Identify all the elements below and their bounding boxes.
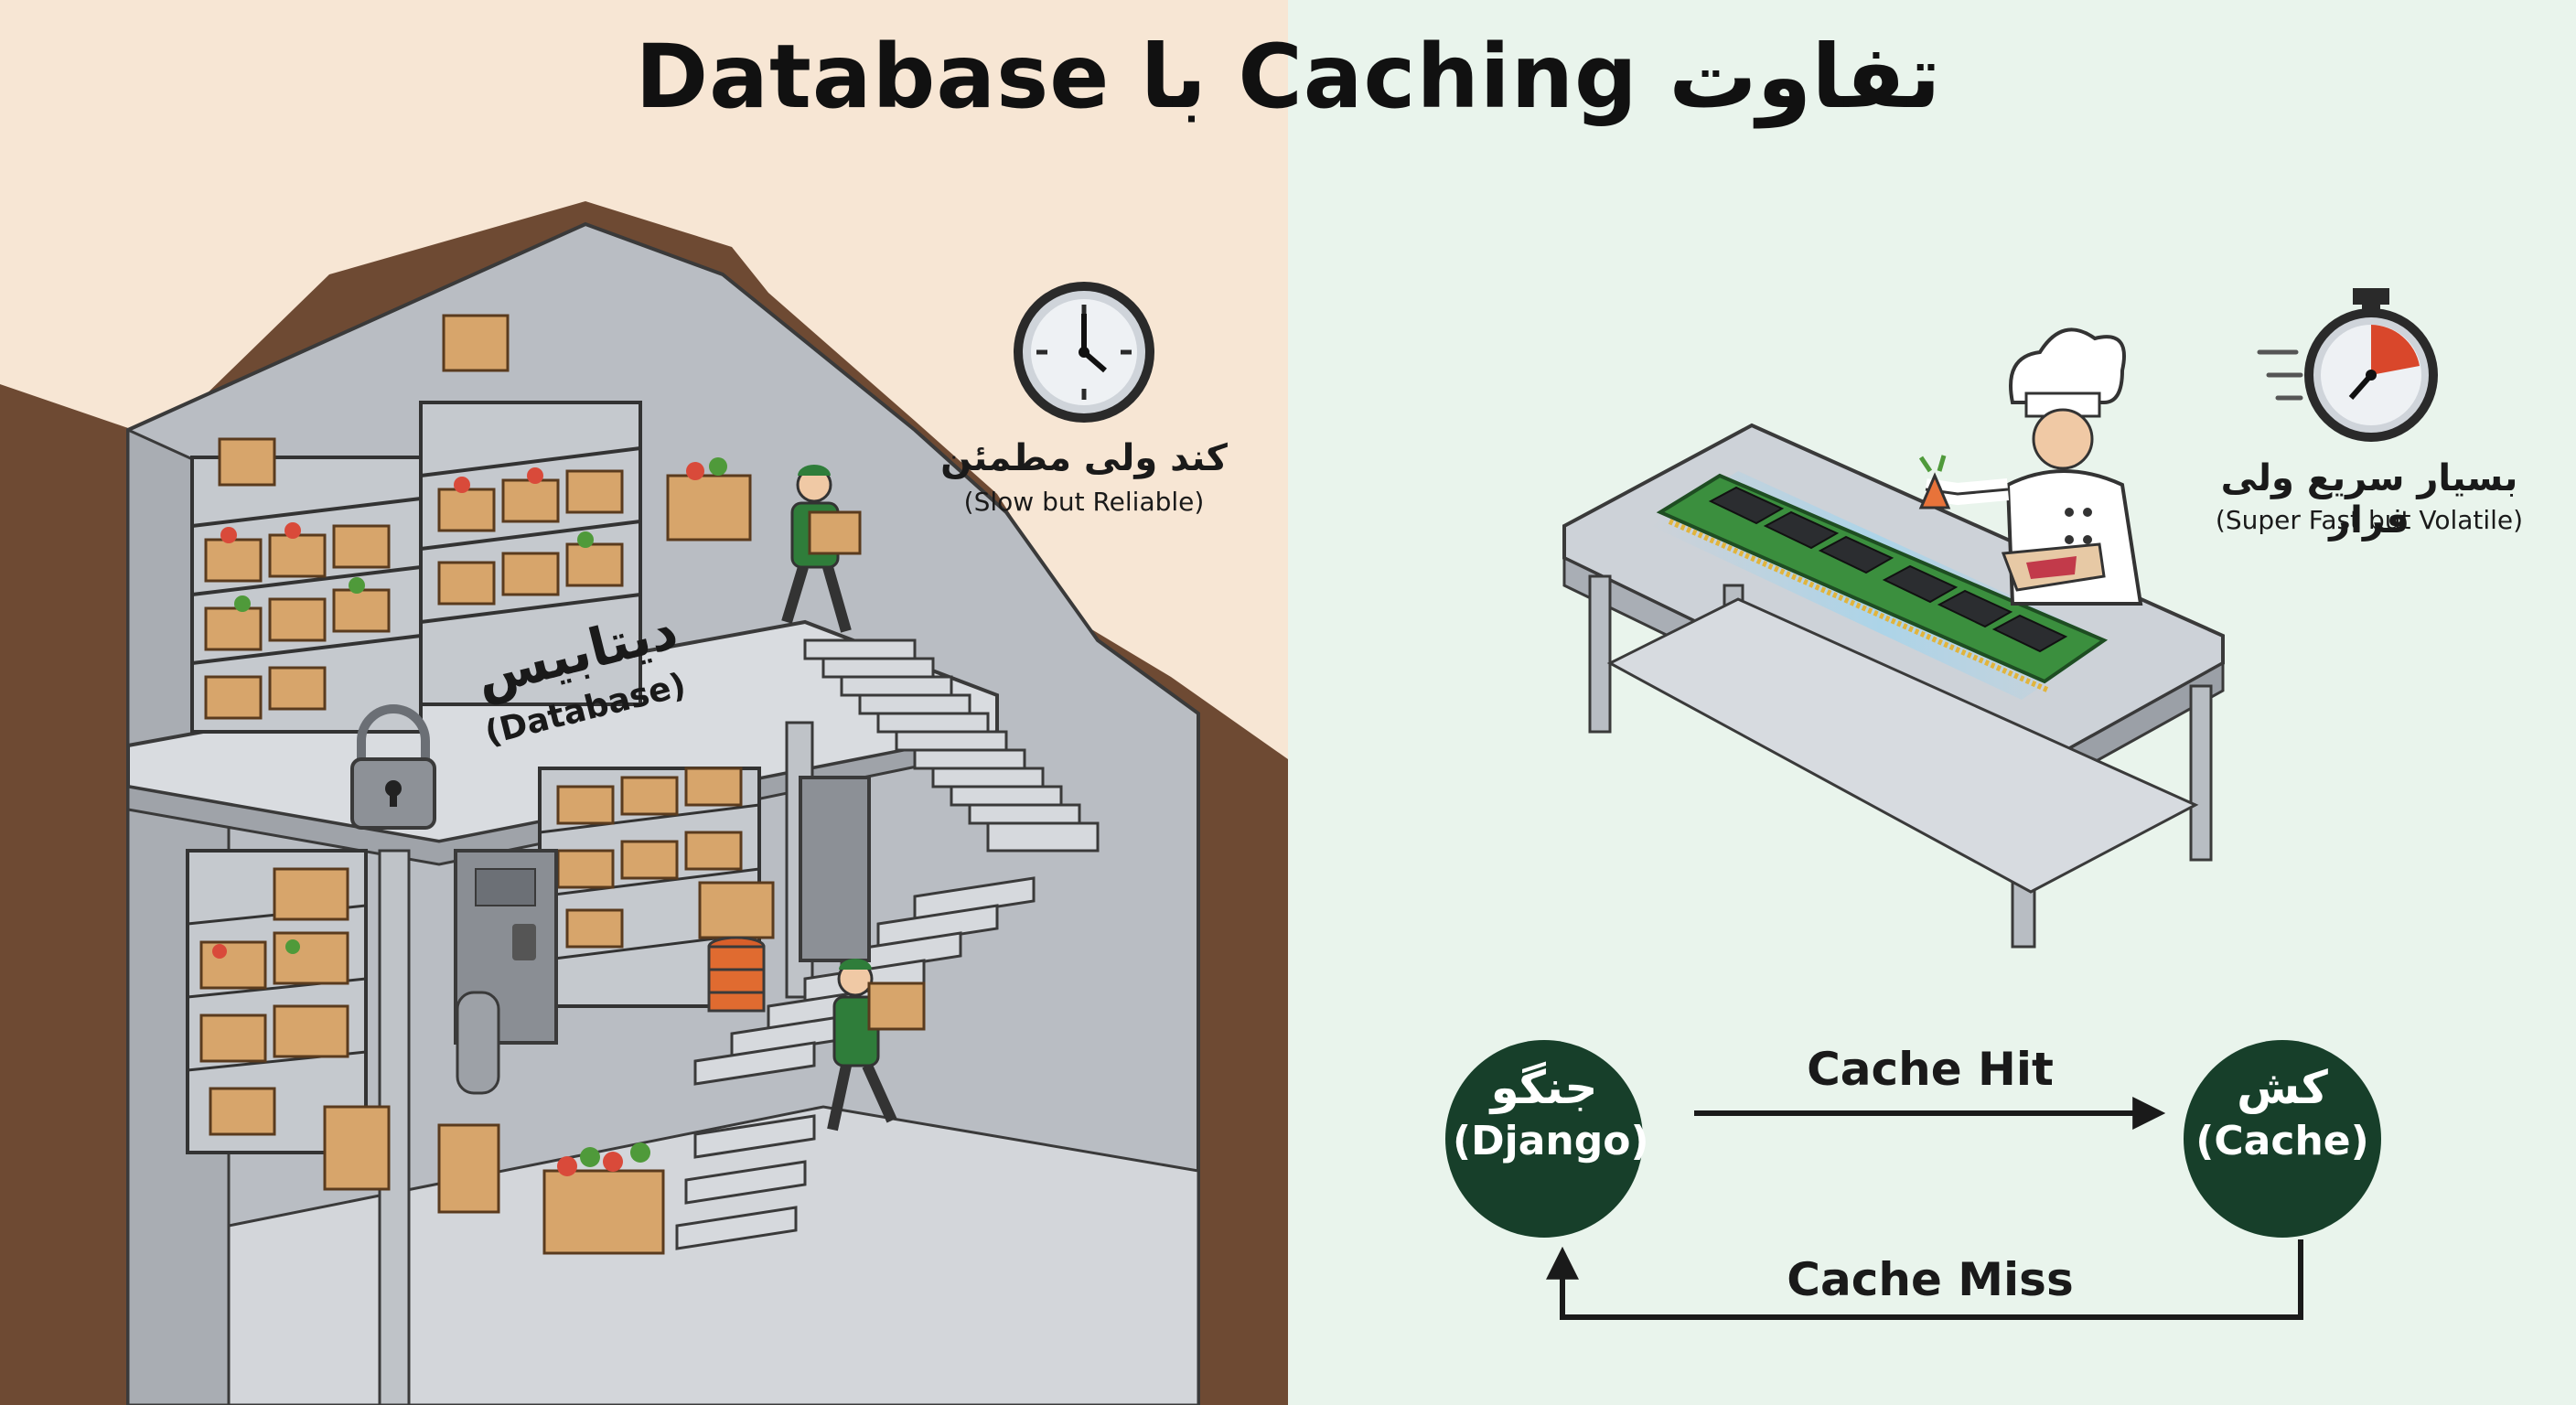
lower-crates: [199, 767, 775, 1255]
barrel: [707, 936, 766, 1013]
cache-label-fa: کش: [2237, 1061, 2328, 1114]
cache-miss-arrow: [1546, 1239, 2303, 1320]
clock-icon: [1014, 282, 1154, 423]
worker-figure-top: [781, 465, 862, 633]
fast-label-fa: بسیار سریع ولی فرار: [2220, 457, 2518, 542]
page-title: تفاوت Caching با Database: [635, 26, 1941, 128]
django-label-en: (Django): [1453, 1118, 1649, 1164]
cache-miss-label: Cache Miss: [1787, 1253, 2074, 1306]
padlock-icon: [350, 704, 436, 830]
kitchen-scene: [1445, 288, 2438, 1320]
slow-label-fa: کند ولی مطمئن: [940, 437, 1228, 479]
gas-tank: [456, 991, 500, 1095]
chef-figure: [1918, 327, 2143, 606]
stopwatch-icon: [2257, 288, 2438, 442]
basement-scene: [0, 201, 1288, 1405]
doorway: [799, 776, 871, 962]
django-node: [1445, 1040, 1643, 1238]
cache-label-en: (Cache): [2195, 1118, 2369, 1164]
ram-module: [1651, 471, 2109, 700]
staircase: [675, 638, 1100, 1250]
fast-label-en: (Super Fast but Volatile): [2215, 505, 2524, 535]
upper-crates: [204, 314, 752, 720]
django-label-fa: جنگو: [1490, 1061, 1598, 1114]
worker-figure-bottom: [827, 959, 926, 1132]
slow-label-en: (Slow but Reliable): [963, 487, 1205, 517]
cache-node: [2184, 1040, 2381, 1238]
cache-hit-label: Cache Hit: [1807, 1043, 2054, 1096]
